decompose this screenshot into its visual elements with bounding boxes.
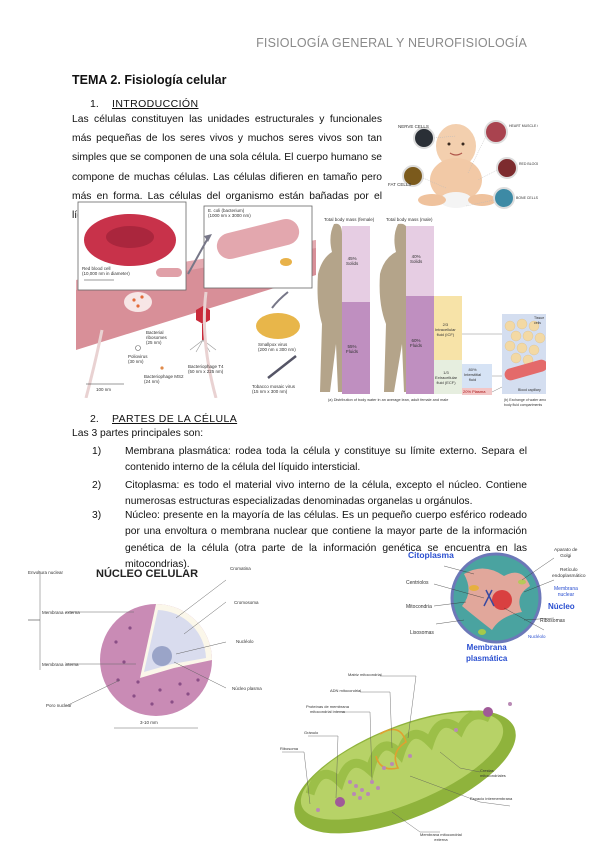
reticulo-label: Retículo endoplasmático <box>552 568 586 579</box>
section-1-label: INTRODUCCIÓN <box>112 98 199 110</box>
membrana-externa-label: Membrana externa <box>42 610 80 615</box>
proteinas-label: Proteínas de membrana mitocondrial inter… <box>306 704 349 714</box>
list-item-text: Núcleo: presente en la mayoría de las cé… <box>125 510 527 571</box>
nucleus-illustration <box>28 572 227 729</box>
ecf-label: 1/3 Extracellular fluid (ECF) <box>435 370 458 385</box>
tmv-label: Tobacco mosaic virus (15 nm x 300 nm) <box>252 384 296 394</box>
ribosoma-label: Ribosoma <box>280 746 299 751</box>
nucleus-title: NÚCLEO CELULAR <box>96 568 199 580</box>
female-fluids-label: 55% Fluids <box>346 344 359 354</box>
section-1-number: 1. <box>90 98 99 110</box>
animal-cell-illustration <box>433 552 555 644</box>
scale-label: 100 nm <box>96 387 112 392</box>
baby-cells-figure: NERVE CELLS FAT CELLS HEART MUSCLE CELLS… <box>386 108 538 212</box>
plasma-label: 20% Plasma <box>463 389 486 394</box>
bone-cells-label: BONE CELLS <box>516 196 538 200</box>
membrana-plasmatica-label: Membrana plasmática <box>466 643 508 663</box>
caption-b: (b) Exchange of water among body fluid c… <box>504 398 546 407</box>
tissue-cells-label: Tissue cells <box>534 316 545 325</box>
section-1-heading: 1. INTRODUCCIÓN <box>90 98 198 110</box>
t4-label: Bacteriophage T4 (50 nm x 225 nm) <box>188 364 224 374</box>
blood-capillary-label: Blood capillary <box>518 388 541 392</box>
heart-muscle-cells-label: HEART MUSCLE CELLS <box>509 124 538 128</box>
ribosomes-label: Bacterial ribosomes (25 nm) <box>146 330 167 345</box>
granulo-label: Gránulo <box>304 730 319 735</box>
cromatina-label: Cromatina <box>230 566 251 571</box>
caption-a: (a) Distribution of body water in an ave… <box>328 398 449 402</box>
female-solids-label: 45% Solids <box>346 256 359 266</box>
nucleoplasma-label: Núcleo plasma <box>232 686 262 691</box>
section-2-heading: 2. PARTES DE LA CÉLULA <box>90 413 237 425</box>
nucleus-scale-label: 3-10 mm <box>140 720 158 725</box>
mitochondria-figure: Matriz mitocondrial ADN mitocondrial Pro… <box>280 672 530 848</box>
crestas-label: Crestas mitocondriales <box>480 768 506 778</box>
nerve-cells-label: NERVE CELLS <box>398 124 429 129</box>
animal-cell-figure: Citoplasma Aparato de Golgi Retículo end… <box>404 546 600 670</box>
smallpox-label: Smallpox virus (200 nm x 300 nm) <box>258 342 296 352</box>
ecoli-label: E. coli (bacterium) (1000 nm x 3000 nm) <box>208 208 251 218</box>
list-item-text: Membrana plasmática: rodea toda la célul… <box>125 446 527 474</box>
mitocondria-label: Mitocondria <box>406 604 432 610</box>
rbc-label: Red blood cell (10,000 nm in diameter) <box>82 266 130 276</box>
page-title: TEMA 2. Fisiología celular <box>72 73 227 87</box>
centriolos-label: Centriolos <box>406 580 429 586</box>
citoplasma-label: Citoplasma <box>408 550 454 560</box>
espacio-label: Espacio intermembrana <box>470 796 513 801</box>
cell-sizes-illustration <box>76 201 316 398</box>
matriz-label: Matriz mitocondrial <box>348 672 382 677</box>
ribosomas-label: Ribosomas <box>540 618 566 624</box>
list-item-number: 2) <box>92 480 102 491</box>
list-item-membrana: 1) Membrana plasmática: rodea toda la cé… <box>92 444 527 477</box>
cell-sizes-figure: Red blood cell (10,000 nm in diameter) E… <box>76 200 316 398</box>
male-title: Total body mass (male) <box>386 217 433 222</box>
nucleo-label: Núcleo <box>548 602 575 611</box>
baby-illustration <box>402 120 518 209</box>
membrana-nuclear-label: Membrana nuclear <box>554 586 578 598</box>
poliovirus-label: Poliovirus (30 nm) <box>128 354 148 364</box>
envoltura-label: Envoltura nuclear <box>28 570 64 575</box>
red-blood-cells-label: RED BLOOD CELLS <box>519 162 538 166</box>
list-item-number: 3) <box>92 510 102 521</box>
membrana-interna-label: Membrana interna <box>42 662 79 667</box>
body-water-figure: Total body mass (female) Total body mass… <box>312 214 546 410</box>
list-item-number: 1) <box>92 446 102 457</box>
cromosoma-label: Cromosoma <box>234 600 259 605</box>
lisosomas-label: Lisosomas <box>410 630 434 636</box>
nucleolo-cell-label: Nucléolo <box>528 634 546 639</box>
section-2-number: 2. <box>90 413 99 425</box>
mitochondria-illustration <box>282 675 516 834</box>
section-2-intro: Las 3 partes principales son: <box>72 428 204 439</box>
membrana-externa-mito-label: Membrana mitocondrial externa <box>420 832 462 842</box>
golgi-label: Aparato de Golgi <box>554 548 578 559</box>
interstitial-label: 80% Interstitial fluid <box>464 367 482 382</box>
body-water-illustration <box>317 223 546 395</box>
icf-label: 2/3 Intracellular fluid (ICF) <box>435 322 456 337</box>
list-item-citoplasma: 2) Citoplasma: es todo el material vivo … <box>92 478 527 511</box>
list-item-text: Citoplasma: es todo el material vivo int… <box>125 480 527 508</box>
ms2-label: Bacteriophage MS2 (24 nm) <box>144 374 184 384</box>
fat-cells-label: FAT CELLS <box>388 182 412 187</box>
male-fluids-label: 60% Fluids <box>410 338 423 348</box>
running-header: FISIOLOGÍA GENERAL Y NEUROFISIOLOGÍA <box>256 36 527 50</box>
adn-label: ADN mitocondrial <box>330 688 362 693</box>
nucleolo-label: Nucléolo <box>236 639 254 644</box>
section-2-label: PARTES DE LA CÉLULA <box>112 413 238 425</box>
male-solids-label: 40% Solids <box>410 254 423 264</box>
poro-nuclear-label: Poro nuclear <box>46 703 72 708</box>
female-title: Total body mass (female) <box>324 217 375 222</box>
nucleus-figure: NÚCLEO CELULAR Envoltura nuclear Membran… <box>26 562 288 734</box>
list-item-nucleo: 3) Núcleo: presente en la mayoría de las… <box>92 508 527 574</box>
